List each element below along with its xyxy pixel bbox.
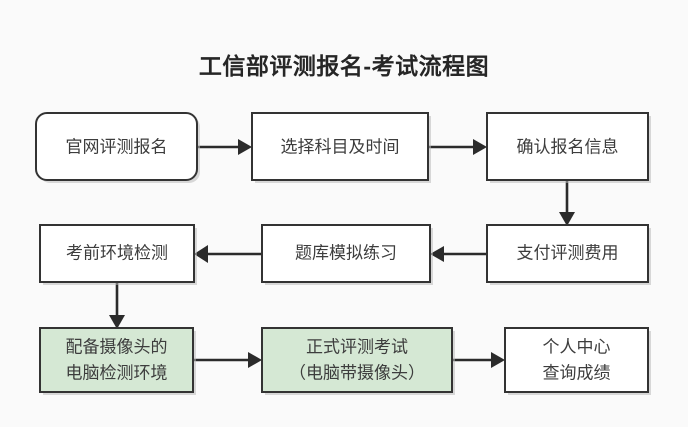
arrowhead-icon [238, 139, 252, 155]
edge-n2-to-n3 [428, 139, 487, 155]
arrowhead-icon [559, 212, 575, 226]
node-box[interactable] [251, 112, 429, 181]
edge-n7-to-n8 [193, 352, 262, 368]
arrowhead-icon [491, 352, 505, 368]
node-box[interactable] [261, 224, 431, 283]
node-label: 确认报名信息 [517, 137, 619, 156]
node-box[interactable] [486, 224, 649, 283]
arrowhead-icon [248, 352, 262, 368]
arrowhead-icon [194, 245, 208, 263]
node-box[interactable] [486, 112, 649, 181]
flow-node-peibei-shexiangtou-huanjing[interactable]: 配备摄像头的 电脑检测环境 [39, 327, 196, 395]
edge-n6-to-n5 [430, 246, 487, 262]
edge-n8-to-n9 [452, 352, 505, 368]
node-box[interactable] [261, 327, 453, 393]
node-label: 考前环境检测 [66, 243, 168, 262]
flow-node-zhengshi-pingce-kaoshi[interactable]: 正式评测考试 （电脑带摄像头） [261, 327, 455, 395]
node-label-line-2: （电脑带摄像头） [289, 363, 425, 382]
flow-node-guanwang-pingce-baoming[interactable]: 官网评测报名 [35, 112, 200, 183]
flow-node-xuanze-kemu-ji-shijian[interactable]: 选择科目及时间 [251, 112, 431, 183]
page-title: 工信部评测报名-考试流程图 [198, 53, 490, 79]
flow-node-zhifu-pingce-feiyong[interactable]: 支付评测费用 [486, 224, 651, 285]
node-label-line-2: 电脑检测环境 [66, 363, 168, 382]
flow-node-tiku-moni-lianxi[interactable]: 题库模拟练习 [261, 224, 433, 285]
flow-node-kaoqian-huanjing-jiance[interactable]: 考前环境检测 [39, 224, 197, 285]
flow-node-queren-baoming-xinxi[interactable]: 确认报名信息 [486, 112, 651, 183]
arrowhead-icon [473, 139, 487, 155]
edge-n3-to-n6 [559, 180, 575, 226]
node-label: 选择科目及时间 [281, 137, 400, 156]
node-box[interactable] [39, 224, 195, 283]
edge-layer [109, 139, 575, 368]
arrowhead-icon [430, 246, 444, 262]
edge-n4-to-n7 [109, 282, 125, 329]
node-label: 官网评测报名 [66, 137, 168, 156]
node-label-line-1: 配备摄像头的 [66, 337, 168, 356]
node-label: 题库模拟练习 [295, 243, 397, 262]
node-label-line-1: 正式评测考试 [306, 337, 408, 356]
flow-node-geren-zhongxin-chaxun-chengji[interactable]: 个人中心 查询成绩 [504, 327, 651, 395]
node-label: 支付评测费用 [517, 243, 619, 262]
node-label-line-1: 个人中心 [543, 337, 611, 356]
node-box[interactable] [39, 327, 194, 393]
arrowhead-icon [109, 315, 125, 329]
node-box[interactable] [35, 112, 198, 181]
node-box[interactable] [504, 327, 649, 393]
node-layer: 官网评测报名 选择科目及时间 确认报名信息 考前环境检测 [35, 112, 651, 395]
edge-n1-to-n2 [197, 139, 252, 155]
node-label-line-2: 查询成绩 [543, 363, 611, 382]
edge-n5-to-n4 [194, 245, 262, 263]
